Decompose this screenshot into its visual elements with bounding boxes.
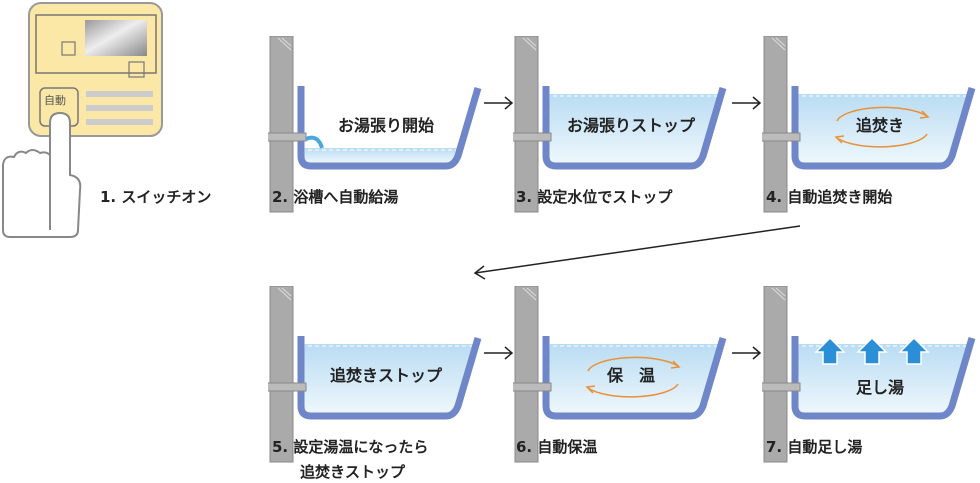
up-arrow-icon (898, 336, 930, 365)
tub-caption: お湯張り開始 (337, 116, 435, 135)
arrow-5-6 (484, 346, 514, 360)
circulation-arrows-icon (834, 106, 930, 148)
arrow-4-5 (473, 225, 801, 280)
step-5-label: 5. 設定湯温になったら (272, 438, 429, 456)
wall (514, 285, 539, 463)
wall (514, 35, 539, 213)
bathtub-step-7: 足し湯 (759, 285, 980, 466)
bathtub-step-3: お湯張りストップ (510, 35, 743, 216)
arrow-2-3 (484, 96, 514, 110)
water-flow-icon (305, 135, 324, 149)
step-1-label: 1. スイッチオン (100, 188, 212, 206)
water (795, 94, 969, 163)
auto-button-label[interactable]: 自動 (44, 94, 66, 107)
wall (763, 35, 788, 213)
step-2-label: 2. 浴槽へ自動給湯 (272, 188, 399, 206)
up-arrow-icon (856, 336, 888, 365)
tub-outline (542, 336, 727, 420)
arrow-6-7 (732, 346, 762, 360)
step-3-label: 3. 設定水位でストップ (516, 188, 673, 206)
step-6-label: 6. 自動保温 (516, 438, 598, 456)
bathtub-step-6: 保 温 (510, 285, 743, 466)
tub-outline (297, 86, 482, 170)
water (301, 344, 475, 413)
water (795, 344, 969, 413)
wall (763, 285, 788, 463)
tub-caption: 保 温 (606, 366, 656, 385)
water (301, 148, 458, 163)
tub-outline (791, 336, 976, 420)
bathtub-step-4: 追焚き (759, 35, 980, 216)
water (546, 94, 720, 163)
tub-outline (791, 86, 976, 170)
wall (269, 35, 294, 213)
step-4-label: 4. 自動追焚き開始 (766, 188, 893, 206)
up-arrow-icon (814, 336, 846, 365)
bathtub-step-5: 追焚きストップ (265, 285, 498, 466)
wall (269, 285, 294, 463)
tub-caption: 足し湯 (855, 378, 905, 397)
step-7-label: 7. 自動足し湯 (766, 438, 863, 456)
step-5-label-line2: 追焚きストップ (300, 463, 406, 481)
arrow-3-4 (732, 96, 762, 110)
hand-icon (0, 105, 90, 244)
tub-caption: お湯張りストップ (566, 116, 696, 135)
bathtub-step-2: お湯張り開始 (265, 35, 498, 216)
tub-caption: 追焚きストップ (329, 366, 443, 385)
tub-outline (297, 336, 482, 420)
tub-caption: 追焚き (855, 116, 905, 135)
water (546, 344, 720, 413)
tub-outline (542, 86, 727, 170)
circulation-arrows-icon (585, 356, 681, 398)
